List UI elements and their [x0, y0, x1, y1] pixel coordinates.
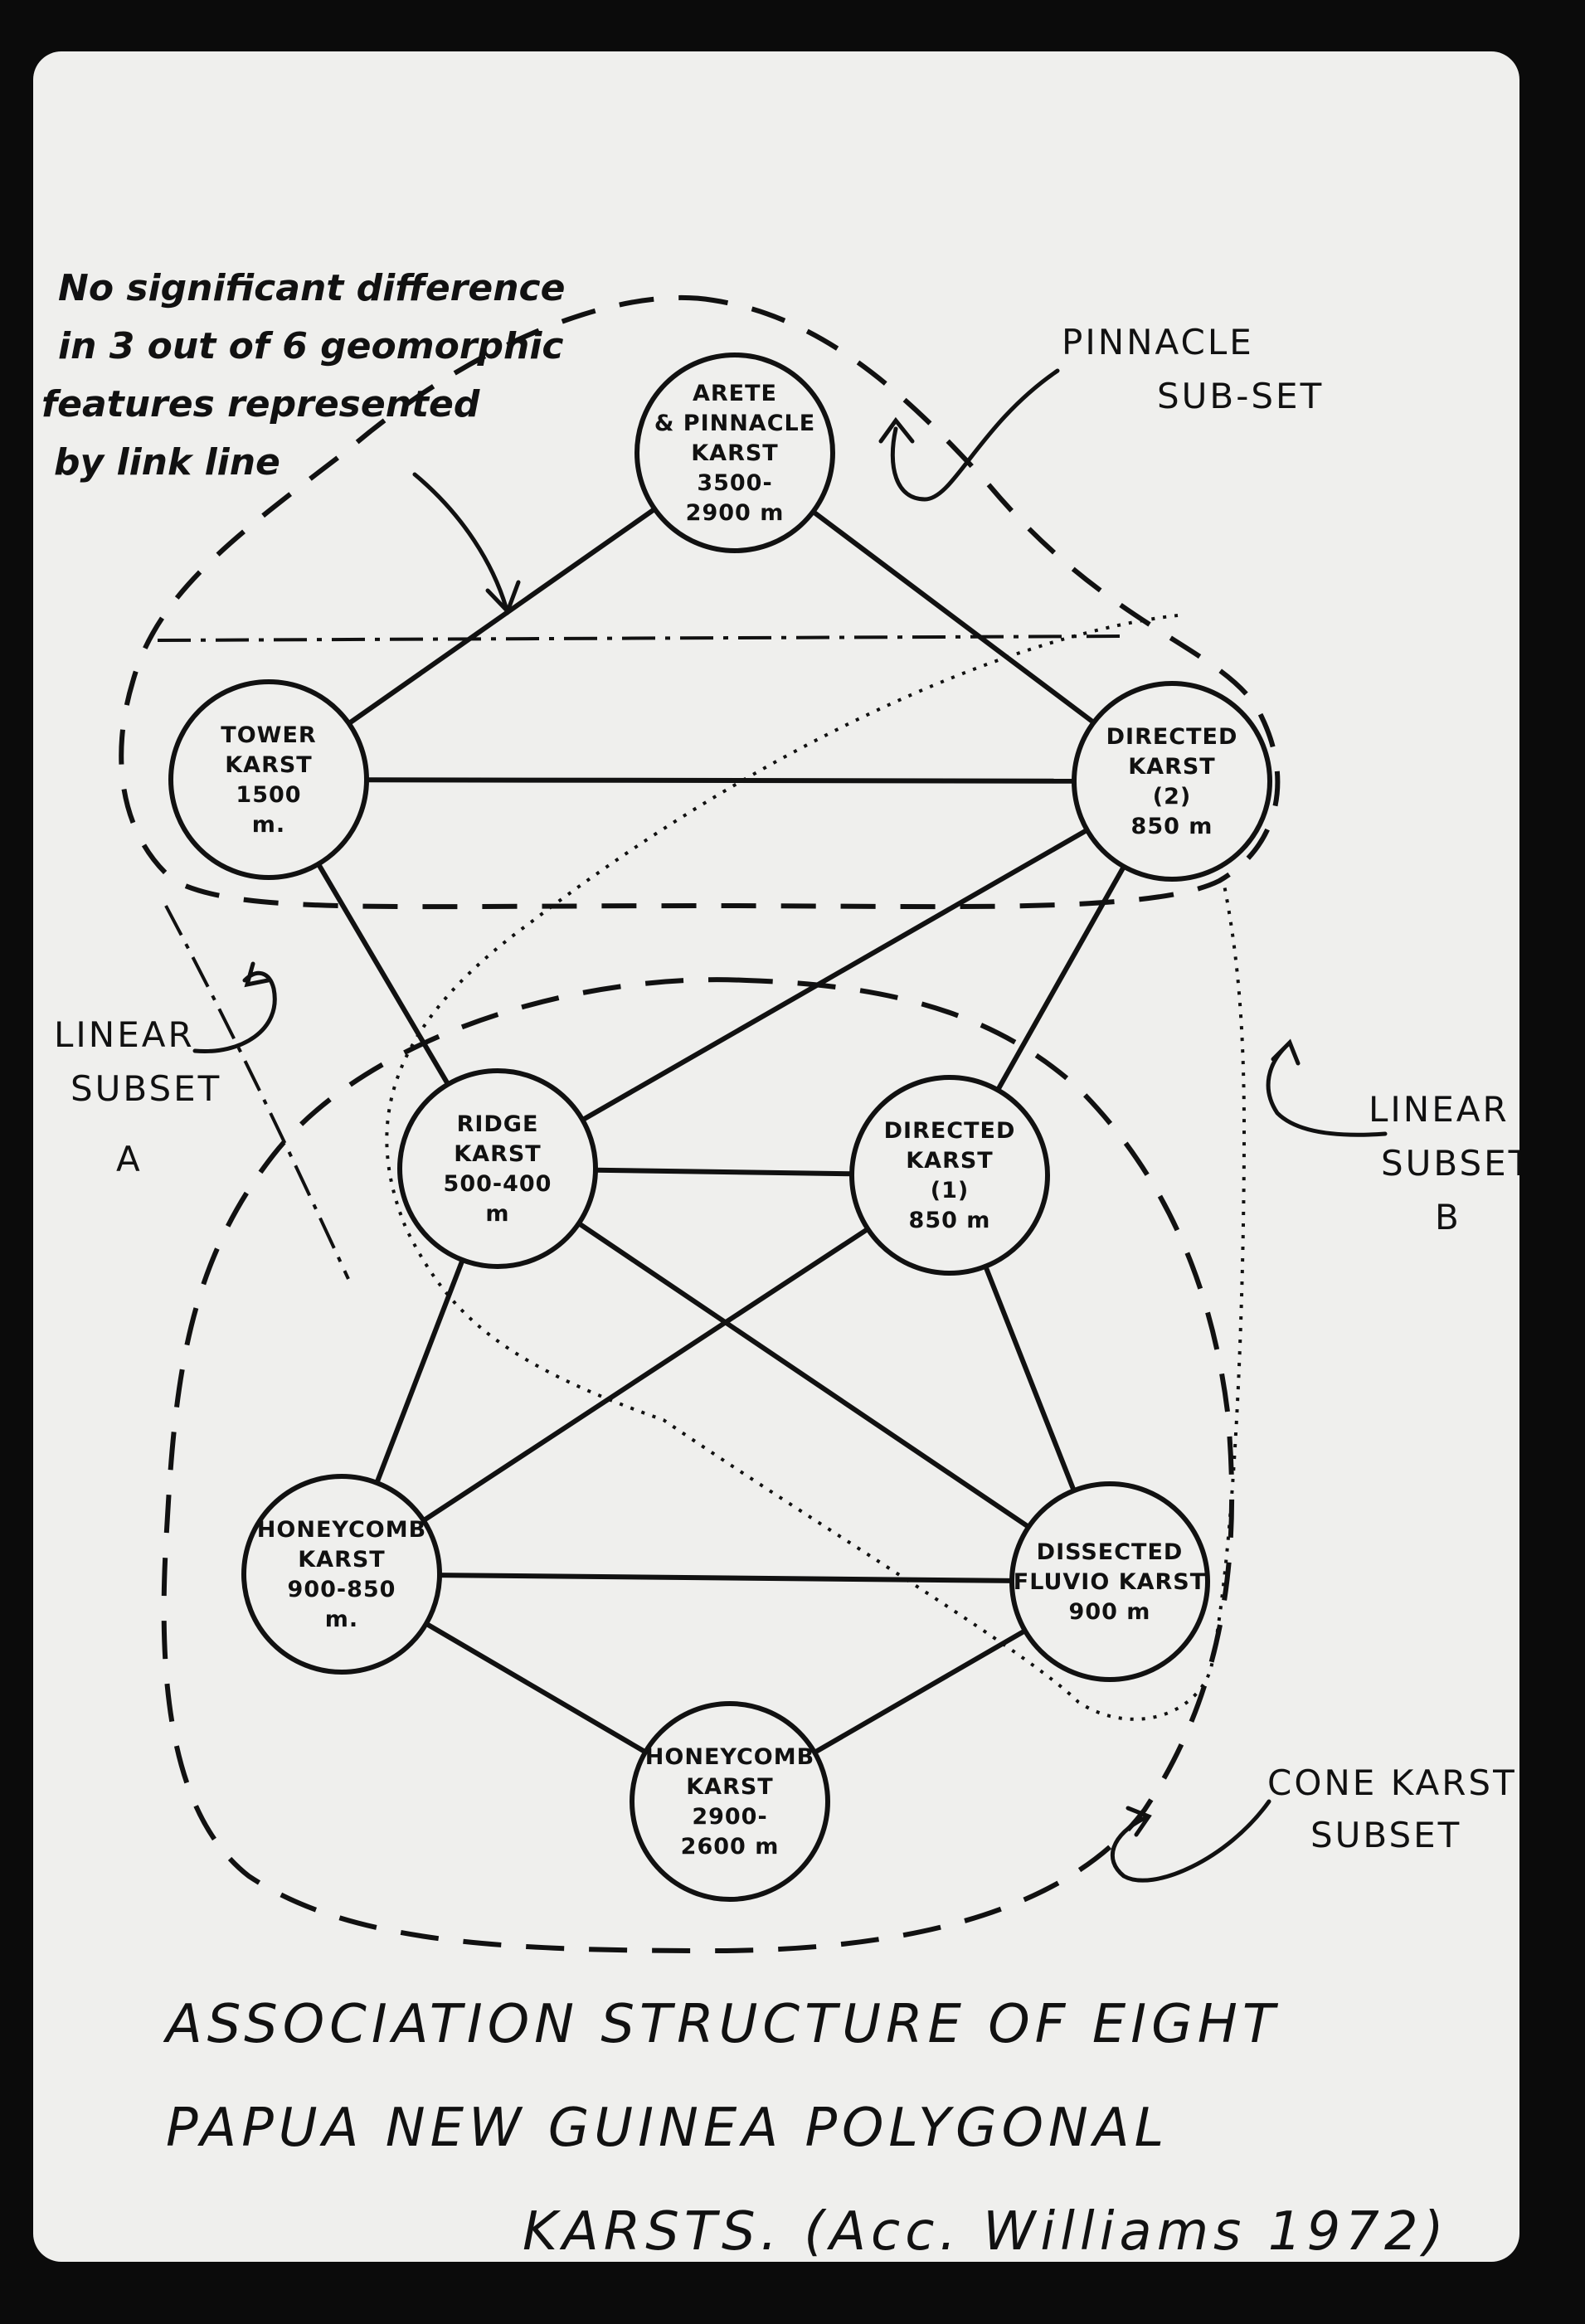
pinnacle-subset-boundary — [119, 295, 1281, 910]
node-label: & PINNACLE — [654, 411, 815, 436]
node-honeycomb1: HONEYCOMB KARST 900-850 m. — [241, 1474, 442, 1675]
node-honeycomb2: HONEYCOMB KARST 2900- 2600 m — [630, 1701, 830, 1902]
node-label: 850 m — [909, 1208, 991, 1233]
linear-b-label-2: SUBSET — [1381, 1143, 1519, 1184]
node-circle — [241, 1474, 442, 1675]
title-line-3: KARSTS. (Acc. Williams 1972) — [523, 2201, 1449, 2262]
karst-nodes: ARETE & PINNACLE KARST 3500- 2900 m TOWER KARS… — [168, 352, 1272, 1902]
node-label: (2) — [1153, 784, 1191, 810]
linear-b-label-1: LINEAR — [1369, 1089, 1510, 1130]
node-label: DISSECTED — [1037, 1539, 1184, 1565]
link-honeycomb1-dissected — [439, 1573, 1013, 1583]
link-tower-directed2 — [366, 777, 1075, 784]
node-label: FLUVIO KARST — [1014, 1569, 1206, 1595]
title-line-1: ASSOCIATION STRUCTURE OF EIGHT — [163, 1994, 1280, 2055]
node-label: 500-400 — [444, 1171, 552, 1197]
cone-label-1: CONE KARST — [1267, 1762, 1517, 1803]
node-label: HONEYCOMB — [257, 1517, 426, 1543]
pinnacle-label-2: SUB-SET — [1157, 376, 1324, 416]
link-ridge-directed1 — [595, 1167, 853, 1177]
link-ridge-honeycomb1 — [374, 1259, 465, 1484]
cone-arrow — [1110, 1799, 1271, 1883]
pinnacle-label-1: PINNACLE — [1062, 322, 1254, 362]
link-directed2-ridge — [581, 828, 1089, 1122]
node-label: KARST — [691, 440, 778, 466]
link-ridge-dissected — [577, 1221, 1030, 1529]
node-label: KARST — [298, 1547, 385, 1573]
pinnacle-arrow — [878, 368, 1060, 502]
node-tower: TOWER KARST 1500 m. — [168, 679, 369, 880]
link-directed1-dissected — [983, 1265, 1077, 1492]
node-circle — [168, 679, 369, 880]
note-line-1: No significant difference — [58, 267, 565, 309]
link-lines — [316, 507, 1126, 1755]
link-arete-directed2 — [811, 509, 1096, 725]
association-diagram: ARETE & PINNACLE KARST 3500- 2900 m TOWER KARS… — [41, 267, 1519, 2262]
node-ridge: RIDGE KARST 500-400 m — [397, 1068, 598, 1269]
node-label: DIRECTED — [884, 1118, 1016, 1144]
node-label: 1500 — [236, 782, 301, 808]
node-directed2: DIRECTED KARST (2) 850 m — [1072, 681, 1272, 882]
node-label: 2900- — [692, 1804, 767, 1830]
link-directed2-directed1 — [995, 865, 1126, 1092]
node-label: KARST — [686, 1774, 773, 1800]
node-label: m. — [325, 1607, 358, 1632]
node-label: 900-850 — [288, 1577, 396, 1602]
note-line-4: by link line — [54, 441, 280, 484]
linear-a-label-1: LINEAR — [54, 1014, 195, 1055]
node-circle — [849, 1075, 1050, 1276]
node-directed1: DIRECTED KARST (1) 850 m — [849, 1075, 1050, 1276]
node-label: KARST — [454, 1141, 541, 1167]
node-label: 900 m — [1069, 1599, 1151, 1625]
node-label: KARST — [906, 1148, 993, 1174]
linear-a-label-3: A — [116, 1139, 143, 1179]
node-label: 3500- — [697, 470, 772, 496]
linear-subset-a-boundary — [157, 634, 1129, 1280]
node-label: m — [485, 1201, 509, 1227]
diagram-title: ASSOCIATION STRUCTURE OF EIGHT PAPUA NEW… — [163, 1994, 1449, 2262]
link-tower-ridge — [316, 863, 450, 1086]
link-dissected-honeycomb2 — [813, 1628, 1027, 1755]
note-arrow — [412, 472, 521, 615]
node-label: KARST — [1128, 754, 1215, 780]
node-label: RIDGE — [457, 1111, 539, 1137]
node-arete: ARETE & PINNACLE KARST 3500- 2900 m — [634, 352, 835, 553]
node-circle — [634, 352, 835, 553]
node-label: 2600 m — [681, 1834, 780, 1860]
link-honeycomb1-honeycomb2 — [425, 1621, 647, 1754]
node-circle — [630, 1701, 830, 1902]
linear-a-arrow — [192, 961, 277, 1054]
title-line-2: PAPUA NEW GUINEA POLYGONAL — [166, 2098, 1169, 2159]
cone-label-2: SUBSET — [1310, 1815, 1461, 1855]
node-label: TOWER — [221, 722, 316, 748]
linear-a-label-2: SUBSET — [70, 1068, 221, 1109]
node-label: m. — [252, 812, 285, 838]
node-label: DIRECTED — [1106, 724, 1238, 750]
note-line-3: features represented — [41, 383, 480, 425]
node-label: 850 m — [1131, 814, 1213, 839]
slide-card: ARETE & PINNACLE KARST 3500- 2900 m TOWER KARS… — [33, 51, 1519, 2262]
linear-b-label-3: B — [1435, 1197, 1461, 1237]
node-label: KARST — [225, 752, 312, 778]
link-arete-tower — [347, 507, 657, 726]
node-circle — [397, 1068, 598, 1269]
node-circle — [1072, 681, 1272, 882]
node-circle — [1009, 1481, 1210, 1682]
linear-b-arrow — [1266, 1038, 1388, 1137]
note-line-2: in 3 out of 6 geomorphic — [58, 325, 564, 367]
link-directed1-honeycomb1 — [422, 1227, 869, 1523]
node-label: HONEYCOMB — [645, 1744, 814, 1770]
node-label: ARETE — [693, 381, 777, 406]
node-dissected: DISSECTED FLUVIO KARST 900 m — [1009, 1481, 1210, 1682]
note-text: No significant difference in 3 out of 6 … — [41, 267, 565, 484]
node-label: 2900 m — [686, 500, 785, 526]
cone-karst-subset-boundary — [161, 977, 1235, 1954]
node-label: (1) — [931, 1178, 969, 1203]
